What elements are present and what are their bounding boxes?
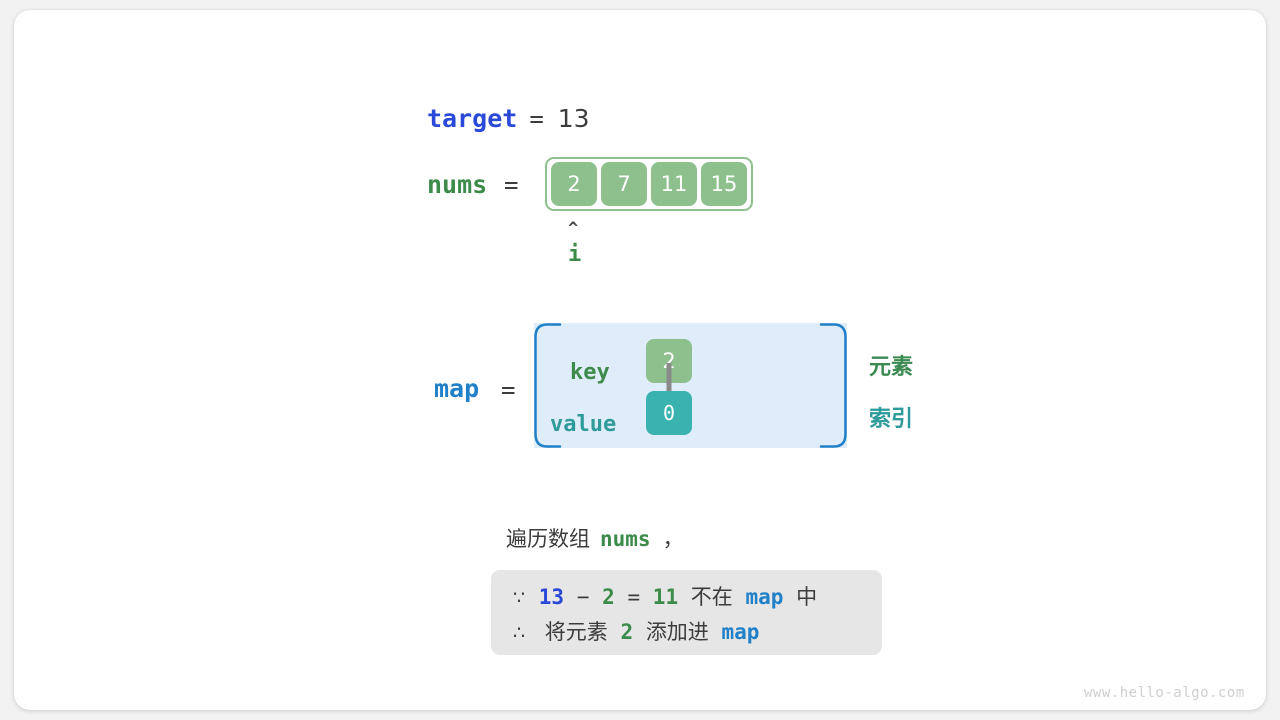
caption-keyword-nums: nums xyxy=(600,527,651,551)
caption-line: 遍历数组 nums ， xyxy=(506,523,684,553)
map-value-label: value xyxy=(550,412,617,437)
note-equals-sign: = xyxy=(627,585,641,609)
note-line-2: ∴ 将元素 2 添加进 map xyxy=(513,615,860,650)
map-key-label: key xyxy=(570,360,610,385)
map-brace-border xyxy=(534,323,847,448)
note-complement-value: 11 xyxy=(652,585,679,609)
note-keyword-map: map xyxy=(745,585,784,609)
note-line-1: ∵ 13 − 2 = 11 不在 map 中 xyxy=(513,580,860,615)
watermark: www.hello-algo.com xyxy=(1084,685,1245,701)
map-value-cell: 0 xyxy=(646,391,692,435)
target-value: 13 xyxy=(557,104,590,133)
note-box: ∵ 13 − 2 = 11 不在 map 中 ∴ 将元素 2 添加进 map xyxy=(491,570,882,655)
caption-suffix: ， xyxy=(662,527,684,551)
note-keyword-map: map xyxy=(721,620,760,644)
map-equals-sign: = xyxy=(501,376,516,404)
caption-prefix: 遍历数组 xyxy=(506,527,590,551)
map-container: key value 2 0 xyxy=(534,323,847,448)
note-text-add-into: 添加进 xyxy=(645,620,709,644)
legend-value-index: 索引 xyxy=(869,407,914,432)
legend-key-element: 元素 xyxy=(869,355,914,380)
note-added-element: 2 xyxy=(620,620,634,644)
index-pointer-label: i xyxy=(568,242,582,267)
map-variable-name: map xyxy=(434,374,480,403)
diagram-card: target = 13 nums = 2 7 11 15 ^ i map = k… xyxy=(14,10,1266,710)
nums-array: 2 7 11 15 xyxy=(545,157,753,211)
because-symbol: ∵ xyxy=(513,587,526,609)
therefore-symbol: ∴ xyxy=(513,622,526,644)
note-text-add-element: 将元素 xyxy=(544,620,608,644)
note-text-not-in: 不在 xyxy=(690,585,733,609)
map-inner: key value 2 0 xyxy=(534,323,847,448)
nums-variable-name: nums xyxy=(427,170,488,199)
target-row: target = 13 xyxy=(427,104,590,133)
note-minus-sign: − xyxy=(576,585,590,609)
array-cell: 7 xyxy=(601,162,647,206)
index-pointer-caret-icon: ^ xyxy=(568,219,579,239)
note-target-value: 13 xyxy=(538,585,565,609)
target-variable-name: target xyxy=(427,104,518,133)
array-cell: 15 xyxy=(701,162,747,206)
target-equals-sign: = xyxy=(529,105,544,133)
note-current-element: 2 xyxy=(602,585,615,609)
note-text-in: 中 xyxy=(796,585,818,609)
array-cell: 11 xyxy=(651,162,697,206)
nums-equals-sign: = xyxy=(504,171,519,199)
array-cell: 2 xyxy=(551,162,597,206)
